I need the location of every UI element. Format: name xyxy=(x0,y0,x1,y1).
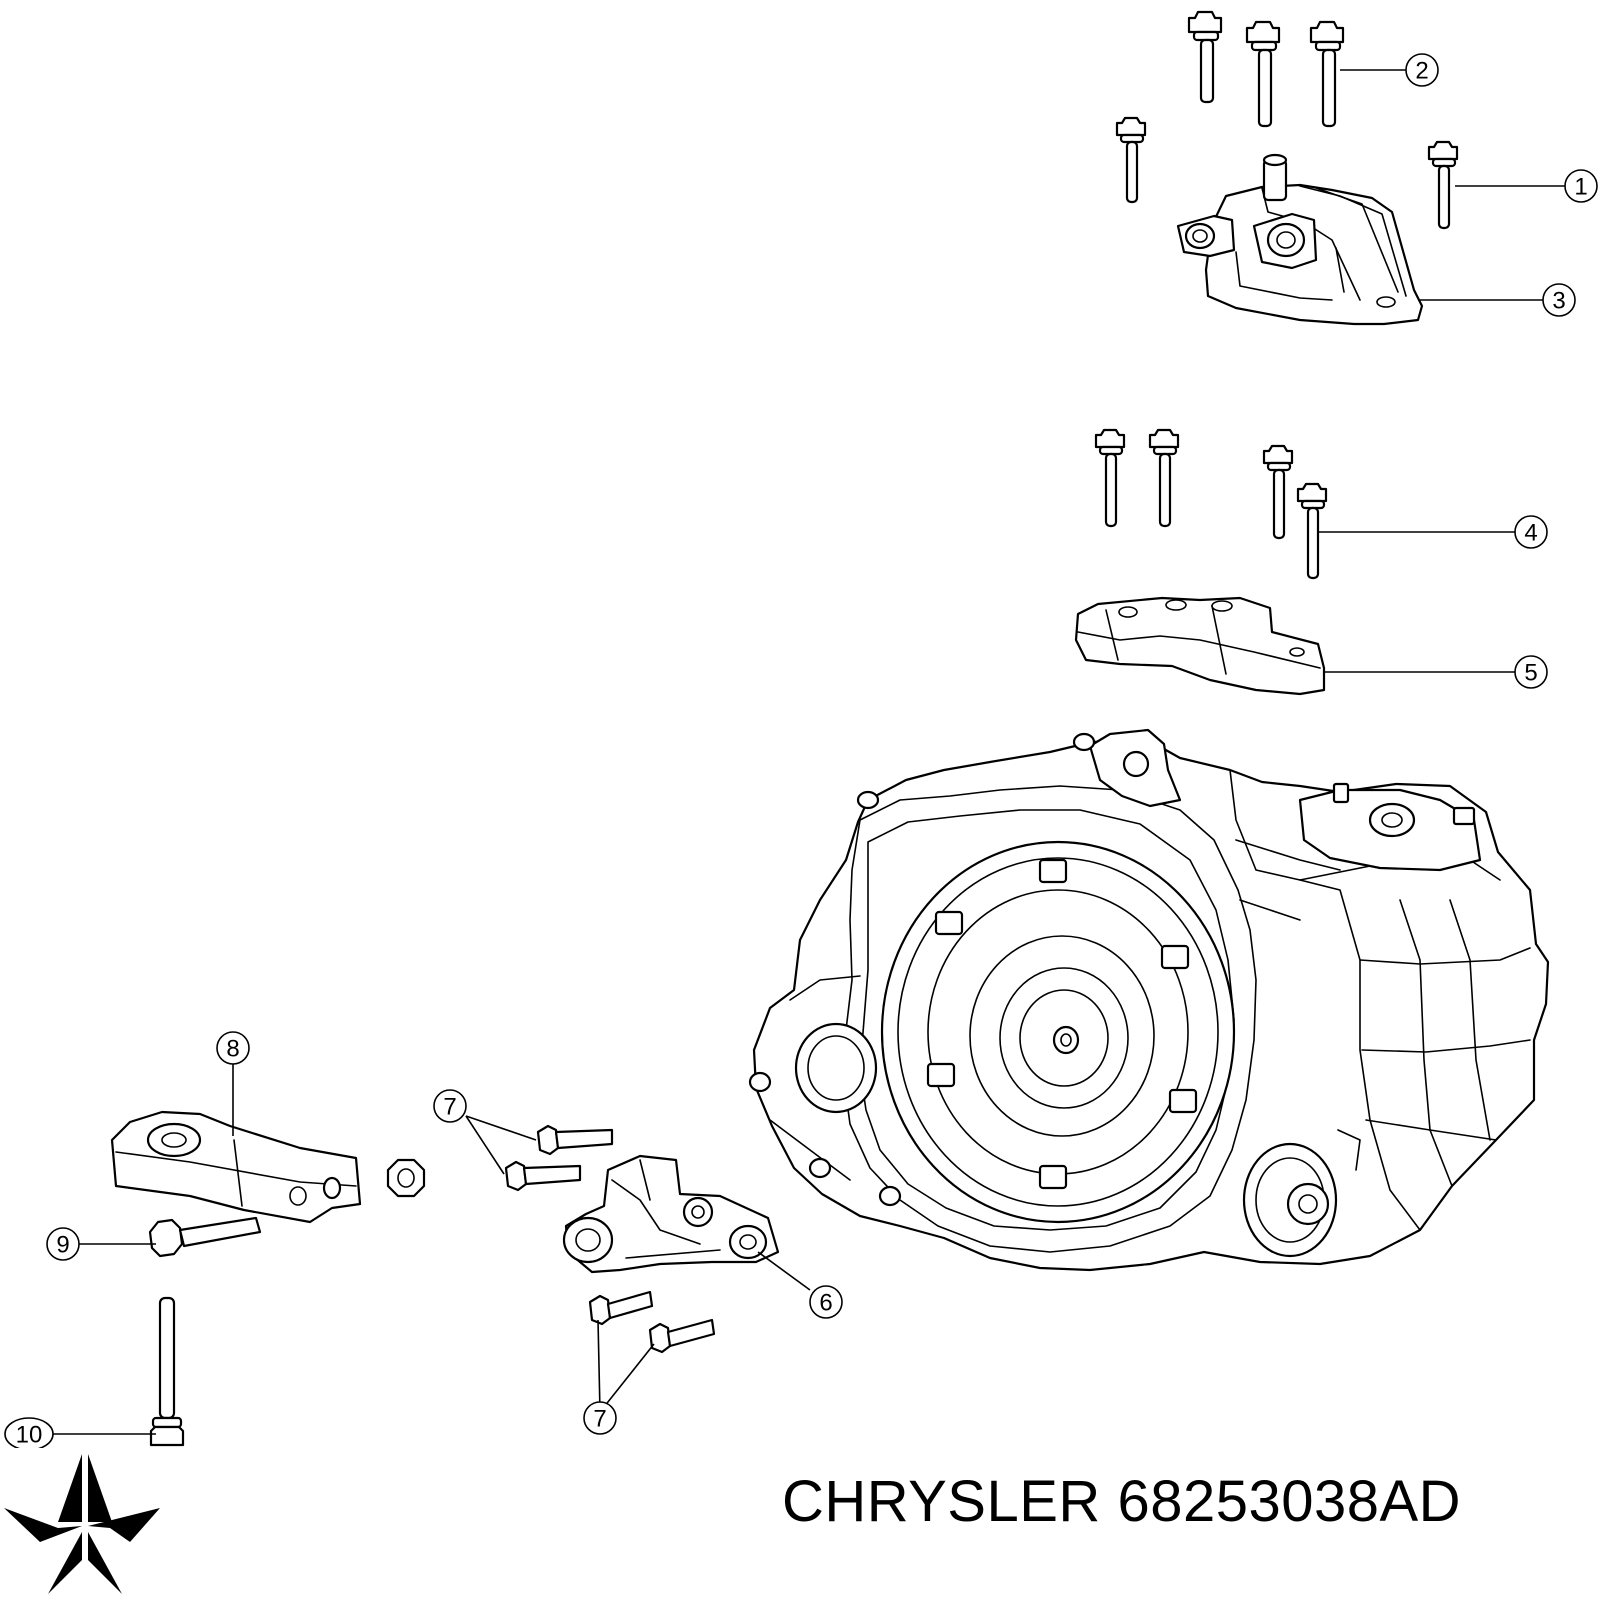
bolt-right-upper-mount xyxy=(1427,140,1459,230)
callout-label: 4 xyxy=(1524,520,1537,547)
pentastar-icon xyxy=(0,1448,170,1600)
bolt xyxy=(504,1160,582,1192)
callout-label: 2 xyxy=(1415,58,1428,85)
callout-label: 10 xyxy=(16,1422,43,1449)
callout-label: 5 xyxy=(1524,660,1537,687)
bolt xyxy=(1094,428,1126,528)
callout-7-upper: 7 xyxy=(433,1089,467,1123)
callout-10: 10 xyxy=(4,1417,54,1451)
callout-9: 9 xyxy=(46,1227,80,1261)
bolt xyxy=(648,1318,716,1354)
callout-label: 7 xyxy=(443,1094,456,1121)
callout-5: 5 xyxy=(1514,655,1548,689)
bolt-set-upper-mount xyxy=(1187,10,1345,128)
upper-engine-mount xyxy=(1176,153,1424,326)
bolt-set-bracket-upper xyxy=(504,1124,614,1192)
callout-label: 7 xyxy=(593,1406,606,1433)
transmission-bracket xyxy=(562,1154,780,1274)
callout-8: 8 xyxy=(216,1031,250,1065)
callout-4: 4 xyxy=(1514,515,1548,549)
callout-1: 1 xyxy=(1564,169,1598,203)
bolt xyxy=(536,1124,614,1156)
callout-label: 6 xyxy=(819,1290,832,1317)
nut xyxy=(386,1158,426,1198)
callout-2: 2 xyxy=(1405,53,1439,87)
bolt-strut-horizontal xyxy=(148,1216,262,1258)
callout-label: 3 xyxy=(1552,288,1565,315)
callout-3: 3 xyxy=(1542,283,1576,317)
bolt xyxy=(588,1290,654,1326)
bolt-set-transmission-mount xyxy=(1094,428,1328,580)
bolt xyxy=(1148,428,1180,528)
bolt xyxy=(1309,20,1345,128)
part-number: 68253038AD xyxy=(1117,1469,1462,1534)
leader-lines xyxy=(47,69,1567,1435)
callout-7-lower: 7 xyxy=(583,1401,617,1435)
transmission-mount-bracket xyxy=(1074,596,1326,696)
callout-6: 6 xyxy=(809,1285,843,1319)
bolt-left-upper-mount xyxy=(1115,116,1147,204)
transmission-assembly xyxy=(748,728,1550,1272)
bolt xyxy=(1245,20,1281,128)
bolt xyxy=(1262,444,1294,540)
brand-name: CHRYSLER xyxy=(782,1469,1101,1534)
bolt xyxy=(1187,10,1223,104)
callout-label: 1 xyxy=(1574,174,1587,201)
callout-label: 9 xyxy=(56,1232,69,1259)
part-caption: CHRYSLER 68253038AD xyxy=(782,1468,1461,1535)
bolt xyxy=(1296,482,1328,580)
bolt-set-bracket-lower xyxy=(588,1290,716,1354)
bolt-strut-vertical xyxy=(149,1296,185,1447)
callout-label: 8 xyxy=(226,1036,239,1063)
lower-torque-strut xyxy=(110,1110,362,1224)
